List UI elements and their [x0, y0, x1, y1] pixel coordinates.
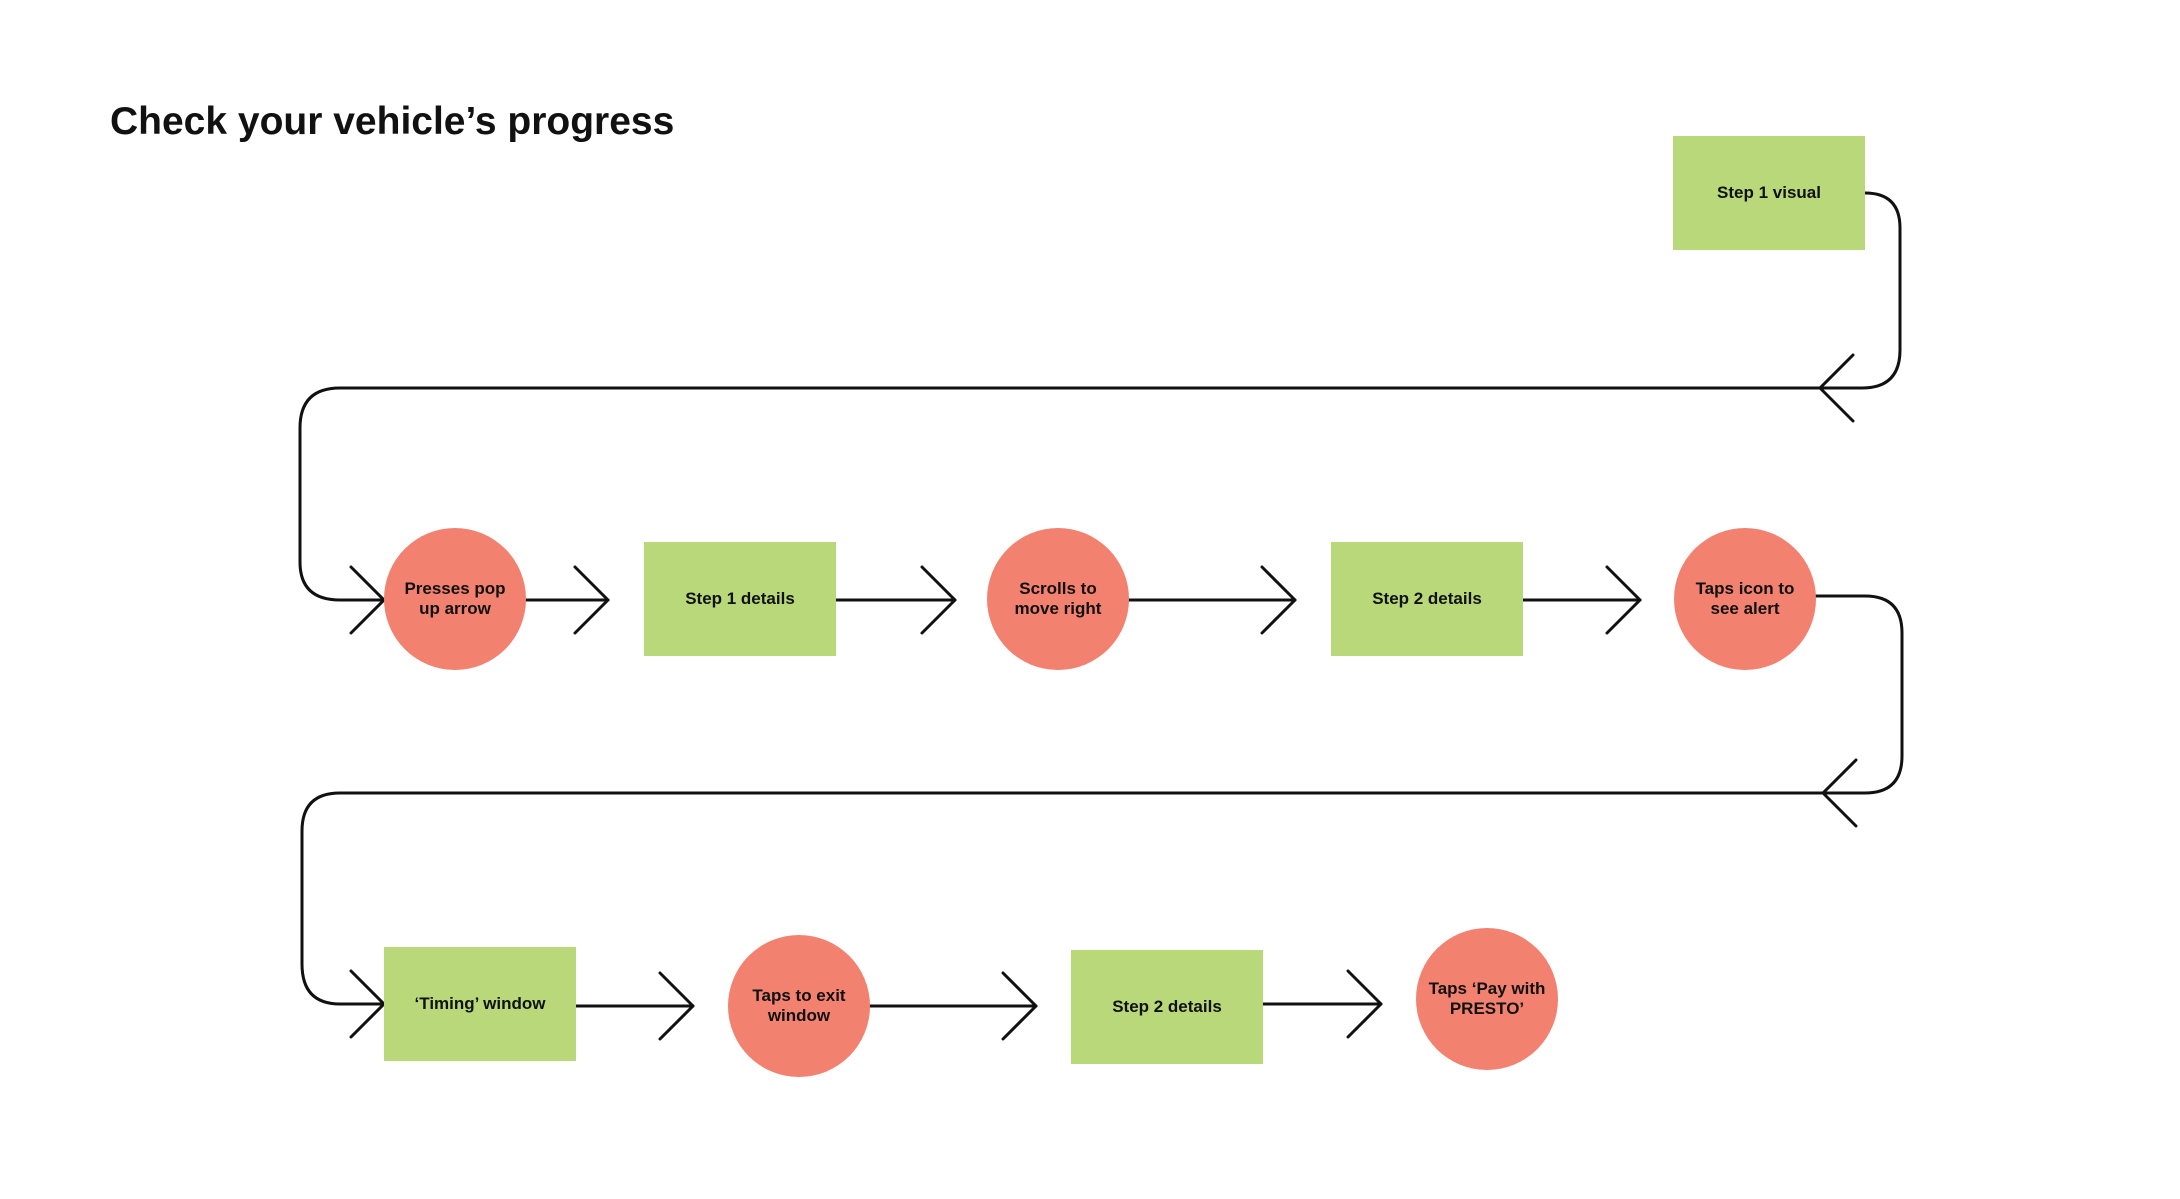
taps-pay-with-presto-action: Taps ‘Pay with PRESTO’ — [1416, 928, 1558, 1070]
edge-presses-to-step1details-chevron — [573, 565, 610, 635]
edge-step1visual-to-presses — [298, 191, 1902, 602]
taps-to-exit-window-action: Taps to exit window — [728, 935, 870, 1077]
step-2-details-box: Step 2 details — [1331, 542, 1523, 656]
edge-step2details-to-tapsicon-chevron — [1605, 565, 1642, 635]
edge-step2details-to-presto-chevron — [1346, 969, 1383, 1039]
taps-icon-see-alert-action: Taps icon to see alert — [1674, 528, 1816, 670]
edge-timing-to-tapsexit-chevron — [658, 971, 695, 1041]
presses-popup-arrow-action: Presses pop up arrow — [384, 528, 526, 670]
edge-tapsicon-chevron-top — [1821, 758, 1858, 828]
timing-window-box: ‘Timing’ window — [384, 947, 576, 1061]
step-1-visual-box: Step 1 visual — [1673, 136, 1865, 250]
page-title: Check your vehicle’s progress — [110, 100, 675, 143]
step-2-details-box-second: Step 2 details — [1071, 950, 1263, 1064]
edge-step1details-to-scrolls-chevron — [920, 565, 957, 635]
edge-tapsicon-to-timing — [300, 594, 1904, 1006]
edge-step1visual-chevron-top — [1818, 353, 1855, 423]
step-1-details-box: Step 1 details — [644, 542, 836, 656]
edge-tapsexit-to-step2details-chevron — [1001, 971, 1038, 1041]
scrolls-to-move-right-action: Scrolls to move right — [987, 528, 1129, 670]
edge-scrolls-to-step2details-chevron — [1260, 565, 1297, 635]
